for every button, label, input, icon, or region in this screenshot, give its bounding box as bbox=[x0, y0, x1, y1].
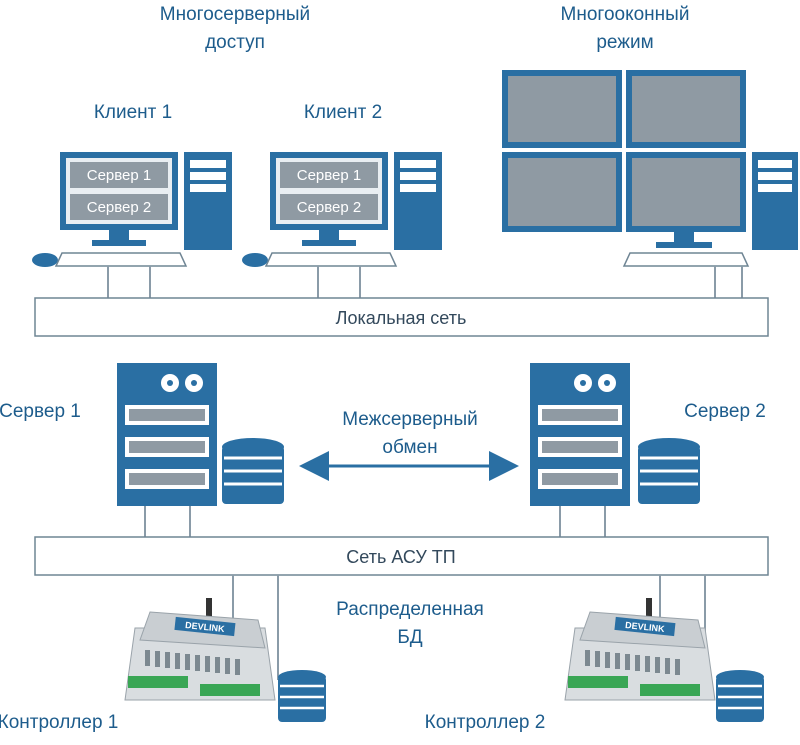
multi-server-access-line1: Многосерверный bbox=[160, 4, 310, 25]
client2-label: Клиент 2 bbox=[304, 102, 382, 123]
controller2-device: DEVLINK bbox=[564, 598, 716, 701]
acs-network-server-connectors bbox=[144, 506, 606, 537]
multi-window-mode-line2: режим bbox=[596, 32, 653, 53]
server1-database-icon bbox=[222, 438, 284, 504]
controller2-brand: DEVLINK bbox=[625, 620, 666, 634]
local-network-connectors bbox=[107, 266, 743, 298]
server2-rack bbox=[530, 363, 630, 506]
client1-entry-1-text: Сервер 1 bbox=[87, 167, 152, 184]
controller1-brand: DEVLINK bbox=[185, 620, 226, 634]
multi-window-workstation bbox=[502, 70, 798, 267]
client1-mouse-icon bbox=[32, 253, 58, 267]
local-network-bar bbox=[34, 297, 769, 337]
client2-monitor-entry-2 bbox=[280, 194, 378, 220]
controller2-database-icon bbox=[716, 670, 764, 722]
client1-monitor-entry-2 bbox=[70, 194, 168, 220]
multi-server-access-line2: доступ bbox=[205, 32, 265, 53]
server2-database-icon bbox=[638, 438, 700, 504]
server1-label: Сервер 1 bbox=[0, 401, 81, 422]
client2-mouse-icon bbox=[242, 253, 268, 267]
distributed-db-line2: БД bbox=[397, 627, 422, 648]
client1-label: Клиент 1 bbox=[94, 102, 172, 123]
client2-monitor-entry-1 bbox=[280, 162, 378, 188]
client2-entry-1-text: Сервер 1 bbox=[297, 167, 362, 184]
acs-network-label: Сеть АСУ ТП bbox=[346, 547, 455, 567]
inter-server-exchange-line2: обмен bbox=[382, 437, 437, 458]
client2-entry-2-text: Сервер 2 bbox=[297, 199, 362, 216]
server1-rack bbox=[117, 363, 217, 506]
multi-server-access-label: Многосерверный доступ bbox=[160, 4, 310, 53]
acs-network-bar bbox=[34, 536, 769, 576]
multi-window-tower bbox=[752, 152, 798, 250]
multi-window-mode-line1: Многооконный bbox=[561, 4, 690, 25]
inter-server-exchange-line1: Межсерверный bbox=[342, 409, 478, 430]
distributed-db-line1: Распределенная bbox=[336, 599, 484, 620]
client1-monitor-entry-1 bbox=[70, 162, 168, 188]
client2-tower bbox=[394, 152, 442, 250]
server2-label: Сервер 2 bbox=[684, 401, 766, 422]
controller1-device: DEVLINK bbox=[124, 598, 276, 701]
client1-tower bbox=[184, 152, 232, 250]
controller2-label: Контроллер 2 bbox=[425, 712, 546, 733]
local-network-label: Локальная сеть bbox=[336, 308, 467, 328]
client1-workstation: Сервер 1 Сервер 2 bbox=[32, 152, 232, 267]
controller1-label: Контроллер 1 bbox=[0, 712, 118, 733]
client2-keyboard-icon bbox=[264, 252, 398, 267]
controller1-database-icon bbox=[278, 670, 326, 722]
multi-window-keyboard-icon bbox=[622, 252, 750, 267]
client1-keyboard-icon bbox=[54, 252, 188, 267]
multi-window-mode-label: Многооконный режим bbox=[561, 4, 690, 53]
client2-workstation: Сервер 1 Сервер 2 bbox=[242, 152, 442, 267]
client1-entry-2-text: Сервер 2 bbox=[87, 199, 152, 216]
